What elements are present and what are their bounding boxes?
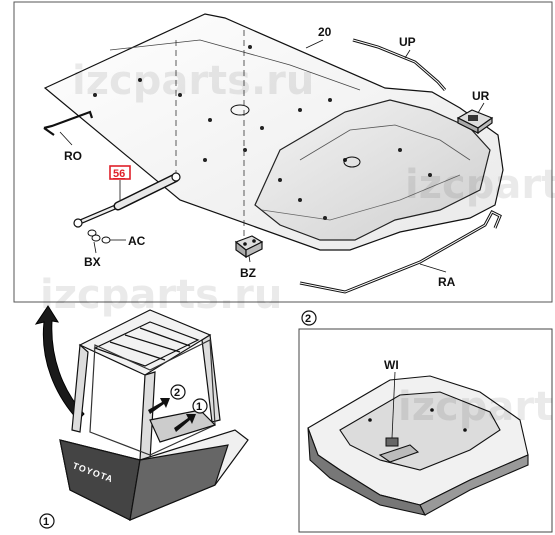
hood-center-hole bbox=[230, 104, 250, 116]
leader-wi bbox=[391, 371, 396, 439]
callout-circle-1-truck bbox=[192, 398, 208, 414]
washer-ac bbox=[101, 236, 111, 244]
label-ro: RO bbox=[64, 149, 82, 163]
cover-detail-illustration bbox=[307, 375, 529, 516]
up-arrow bbox=[34, 305, 85, 421]
latch-ur bbox=[456, 109, 494, 135]
washer-bx bbox=[87, 229, 101, 242]
label-ur: UR bbox=[472, 89, 490, 103]
bracket-bz bbox=[234, 235, 264, 259]
leader-lines bbox=[59, 39, 485, 273]
gas-strut-56 bbox=[73, 172, 181, 228]
label-ac: AC bbox=[128, 234, 146, 248]
watermark-middle: izcparts.ru bbox=[40, 272, 282, 318]
label-ra: RA bbox=[438, 275, 456, 289]
callout-number-2-truck: 2 bbox=[174, 387, 180, 399]
callout-number-1-panel: 1 bbox=[43, 516, 49, 528]
reference-lines bbox=[175, 30, 245, 238]
main-diagram-frame bbox=[13, 1, 553, 303]
label-bx: BX bbox=[84, 255, 101, 269]
engine-hood bbox=[43, 13, 504, 251]
callout-circle-1-panel bbox=[39, 513, 55, 529]
callout-circle-2-panel bbox=[301, 310, 317, 326]
callout-number-2-panel: 2 bbox=[305, 313, 311, 325]
label-part-20: 20 bbox=[318, 25, 332, 39]
arrow-callout-2 bbox=[148, 398, 170, 414]
watermark-right: izcparts.ru bbox=[405, 162, 555, 208]
rod-ro bbox=[43, 110, 94, 136]
watermark-top: izcparts.ru bbox=[72, 58, 314, 104]
cover-center-hole bbox=[343, 156, 361, 168]
callout-circle-2-truck bbox=[170, 384, 186, 400]
part-56-highlight bbox=[109, 165, 131, 180]
label-bz: BZ bbox=[240, 266, 256, 280]
window-latch-wi bbox=[385, 437, 399, 447]
label-part-56[interactable]: 56 bbox=[113, 168, 125, 180]
callout-number-1-truck: 1 bbox=[196, 401, 202, 413]
label-up: UP bbox=[399, 35, 416, 49]
label-wi: WI bbox=[384, 358, 399, 372]
arrow-callout-1 bbox=[174, 414, 196, 432]
watermark-panel: izcparts.ru bbox=[398, 384, 555, 430]
forklift-illustration bbox=[59, 309, 249, 521]
